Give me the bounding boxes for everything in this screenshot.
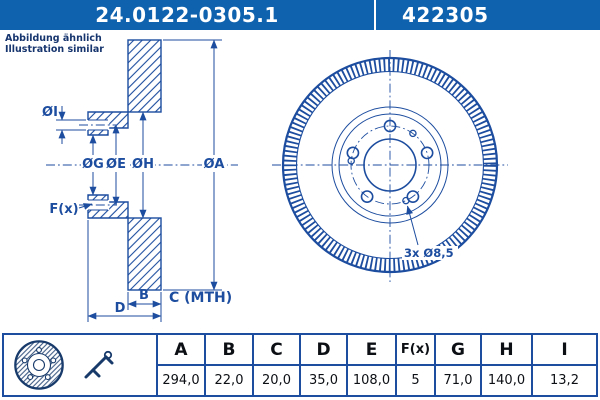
part-number: 24.0122-0305.1 bbox=[95, 3, 279, 27]
dim-label-dia-a: ØA bbox=[204, 157, 225, 172]
col-header-d: D bbox=[301, 335, 346, 366]
dim-label-dia-e: ØE bbox=[106, 157, 126, 172]
col-value-d: 35,0 bbox=[309, 373, 338, 388]
reference-number: 422305 bbox=[402, 3, 489, 27]
title-divider bbox=[374, 0, 376, 30]
col-value-b: 22,0 bbox=[214, 373, 244, 388]
title-bar: 24.0122-0305.1 422305 bbox=[0, 0, 600, 30]
hat-circle bbox=[338, 113, 442, 217]
col-value-f: 5 bbox=[411, 373, 420, 388]
dim-label-dia-i: ØI bbox=[42, 105, 58, 120]
screw-hole-label: 3x Ø8,5 bbox=[404, 246, 454, 260]
col-value-c: 20,0 bbox=[262, 373, 291, 388]
cross-section-view: ØA ØH ØE ØG ØI F(x) B C (MTH) D bbox=[42, 39, 238, 322]
table-columns: A 294,0 B 22,0 C 20,0 D 35,0 E 108,0 F(x… bbox=[158, 335, 596, 395]
column-g: G 71,0 bbox=[434, 335, 480, 395]
column-e: E 108,0 bbox=[346, 335, 395, 395]
hat-transition-circle bbox=[331, 106, 449, 224]
friction-ring-bottom-section bbox=[127, 217, 162, 291]
table-icon-cell bbox=[4, 335, 158, 395]
similarity-note-en: Illustration similar bbox=[5, 43, 104, 55]
dim-label-c-mth: C (MTH) bbox=[169, 290, 232, 306]
column-b: B 22,0 bbox=[204, 335, 252, 395]
wheel-bolt-holes bbox=[346, 119, 434, 203]
dim-label-dia-h: ØH bbox=[132, 157, 154, 172]
rim-hatch-band bbox=[283, 58, 497, 272]
col-header-i: I bbox=[533, 335, 596, 366]
securing-screw-holes bbox=[347, 129, 417, 205]
column-a: A 294,0 bbox=[158, 335, 204, 395]
col-value-e: 108,0 bbox=[352, 373, 391, 388]
col-header-h: H bbox=[482, 335, 531, 366]
col-value-g: 71,0 bbox=[443, 373, 473, 388]
brake-disc-icon bbox=[14, 340, 64, 390]
dimension-table: A 294,0 B 22,0 C 20,0 D 35,0 E 108,0 F(x… bbox=[2, 333, 598, 397]
screw-hole-leader bbox=[406, 205, 419, 246]
col-header-e: E bbox=[348, 335, 395, 366]
outer-diameter-circle bbox=[281, 56, 499, 274]
dim-label-d: D bbox=[115, 301, 126, 316]
dim-label-backgrounds bbox=[81, 155, 227, 172]
col-header-b: B bbox=[206, 335, 252, 366]
col-header-g: G bbox=[436, 335, 480, 366]
front-view: 3x Ø8,5 bbox=[272, 50, 508, 282]
column-h: H 140,0 bbox=[480, 335, 531, 395]
col-value-a: 294,0 bbox=[162, 373, 200, 388]
col-value-i: 13,2 bbox=[550, 373, 579, 388]
center-bore-circle bbox=[363, 138, 417, 192]
similarity-note-de: Abbildung ähnlich bbox=[5, 33, 102, 44]
col-header-f: F(x) bbox=[397, 335, 434, 366]
column-i: I 13,2 bbox=[531, 335, 596, 395]
similarity-note: Abbildung ähnlich Illustration similar bbox=[5, 33, 104, 55]
col-header-c: C bbox=[254, 335, 299, 366]
caliper-icon bbox=[84, 350, 114, 379]
dim-label-f: F(x) bbox=[49, 202, 78, 217]
friction-surface-outer-circle bbox=[295, 70, 485, 260]
column-f: F(x) 5 bbox=[395, 335, 434, 395]
bolt-circle bbox=[350, 125, 430, 205]
column-c: C 20,0 bbox=[252, 335, 299, 395]
column-d: D 35,0 bbox=[299, 335, 346, 395]
dim-label-dia-g: ØG bbox=[82, 157, 104, 172]
dim-label-b: B bbox=[139, 288, 149, 303]
col-header-a: A bbox=[158, 335, 204, 366]
friction-ring-top-section bbox=[127, 39, 162, 113]
col-value-h: 140,0 bbox=[487, 373, 526, 388]
screw-hole-label-bg bbox=[402, 246, 458, 260]
bolt-hole-edges bbox=[88, 119, 108, 211]
